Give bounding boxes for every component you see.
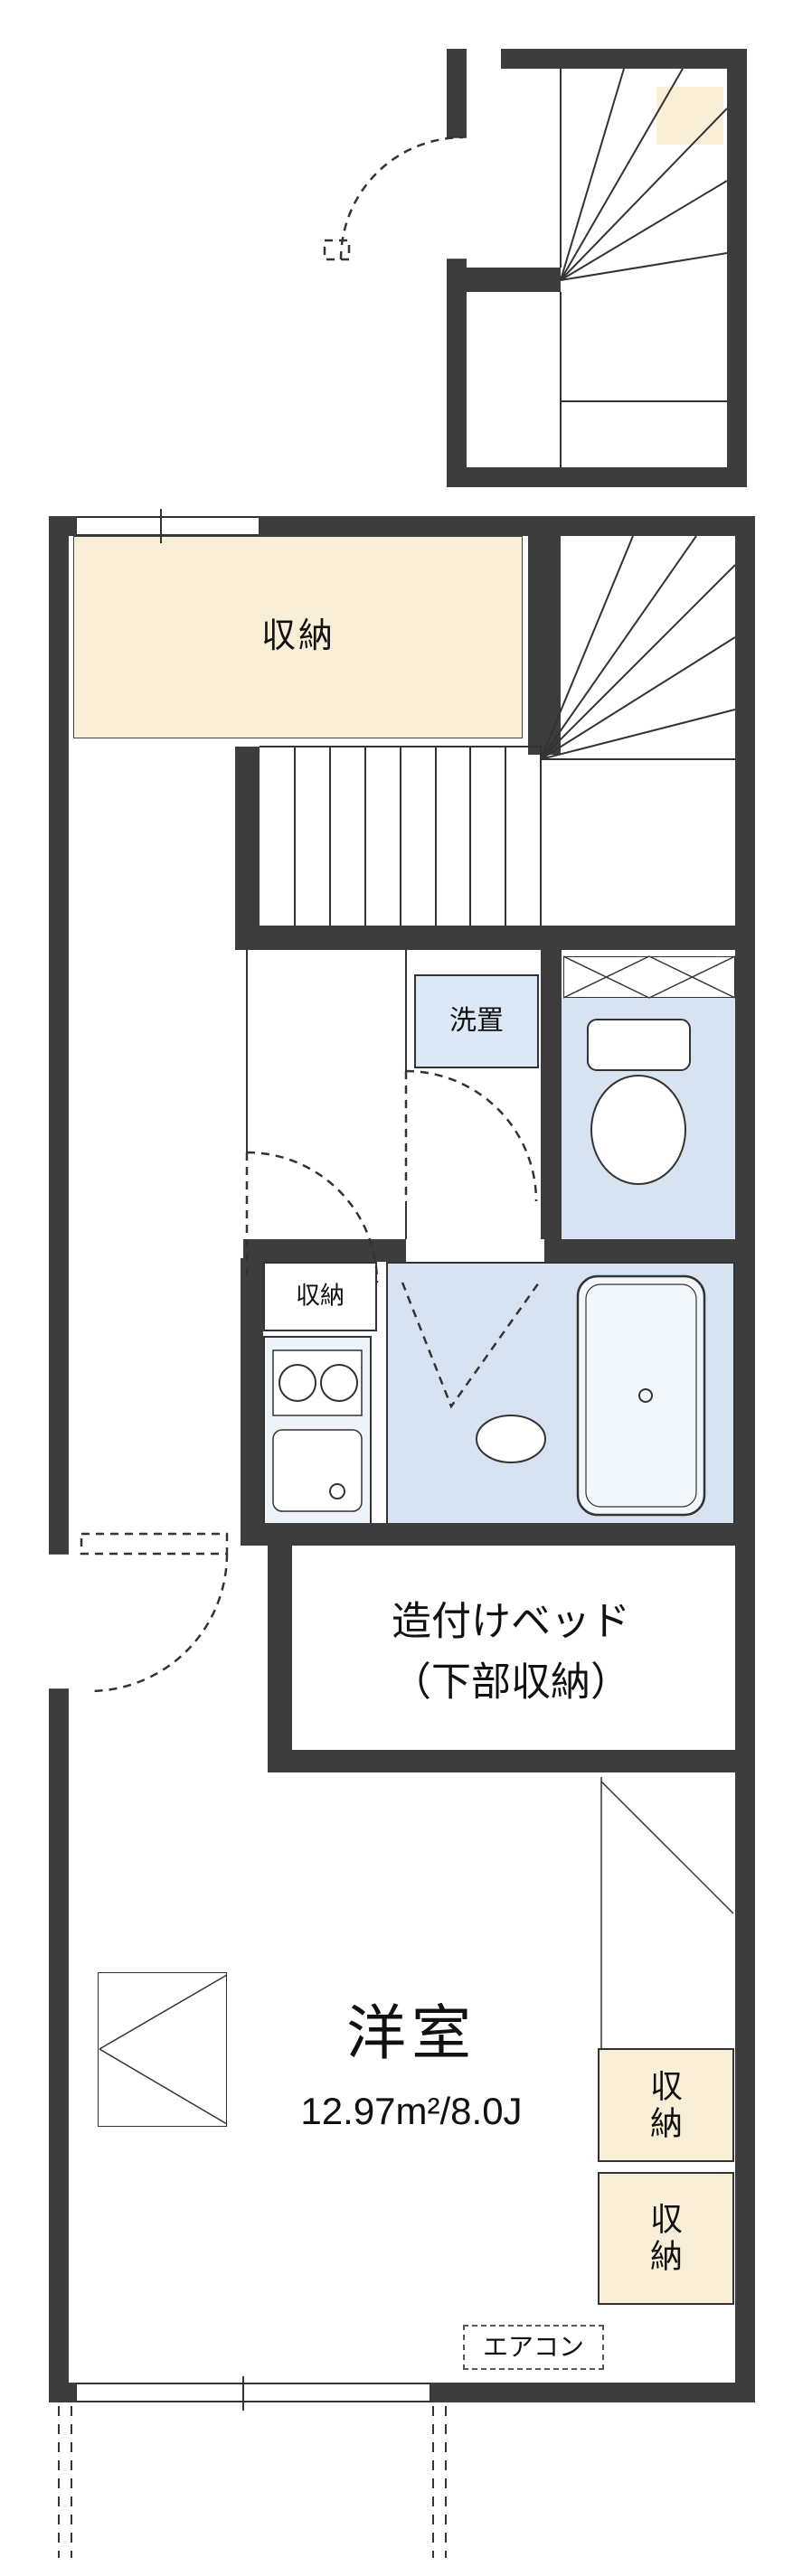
upper-room-wall-left-bottom: [447, 259, 467, 487]
bay-window-box: [98, 1972, 227, 2127]
bed-label-line2: （下部収納）: [392, 1659, 630, 1705]
kitchen-counter: [263, 1336, 372, 1526]
storage-closet-top: [73, 536, 523, 738]
upper-room-landing-pad: [656, 87, 723, 145]
bathroom: [386, 1262, 735, 1526]
main-wall-top-right: [260, 516, 755, 536]
bed-left-wall: [268, 1546, 292, 1753]
hatch-shelf: [563, 956, 735, 998]
kitchen-corridor-wall: [241, 1258, 263, 1546]
main-wall-right: [735, 516, 755, 2402]
hall-band-wall-right: [544, 1239, 755, 1262]
room-name-label: 洋室: [346, 1999, 477, 2067]
stair-side-wall: [528, 536, 561, 755]
washroom-door-arc: [404, 1069, 538, 1202]
top-window: [76, 516, 260, 536]
bed-label-line1: 造付けベッド: [392, 1599, 630, 1644]
upper-room-wall-right: [727, 49, 747, 487]
below-dashed-lines: [58, 2406, 447, 2558]
main-wall-bottom-right: [430, 2383, 755, 2402]
storage-right-upper-label: 収納: [649, 2067, 683, 2142]
main-wall-bottom-left: [49, 2383, 76, 2402]
storage-right-upper-box: [598, 2048, 734, 2162]
storage-top-label: 収納: [260, 617, 336, 656]
upper-room-wall-bottom: [447, 467, 747, 487]
right-column-lines: [600, 1777, 734, 2048]
storage-right-lower-label: 収納: [649, 2200, 683, 2275]
upper-room-step-edge: [455, 268, 561, 292]
laundry-label: 洗置: [449, 1005, 504, 1036]
room-area-label: 12.97m²/8.0J: [300, 2089, 523, 2132]
upper-room-wall-top: [501, 49, 747, 69]
main-wall-top-left: [49, 516, 76, 536]
entrance-door-swing: [80, 1532, 229, 1693]
upper-door-swing-arc: [323, 136, 464, 261]
stair-bottom-wall: [235, 926, 755, 950]
bottom-window: [76, 2383, 430, 2402]
main-wall-left-lower: [49, 1689, 69, 2402]
stair-left-stub: [235, 747, 260, 926]
bed-bottom-wall: [268, 1750, 755, 1772]
laundry-space: [414, 974, 539, 1068]
storage-right-lower-box: [598, 2172, 734, 2305]
main-wall-left-upper: [49, 516, 69, 1554]
washroom-thin-walls: [246, 950, 407, 1239]
kitchen-storage-label: 収納: [296, 1282, 345, 1310]
toilet-partition-wall: [541, 950, 562, 1239]
hall-band-wall-left: [243, 1239, 406, 1262]
aircon-label: エアコン: [482, 2332, 585, 2361]
upper-room-wall-left-top: [447, 49, 467, 137]
kitchen-bath-bottom-wall: [241, 1523, 755, 1546]
aircon-box: [463, 2325, 604, 2370]
toilet-room: [562, 998, 735, 1239]
